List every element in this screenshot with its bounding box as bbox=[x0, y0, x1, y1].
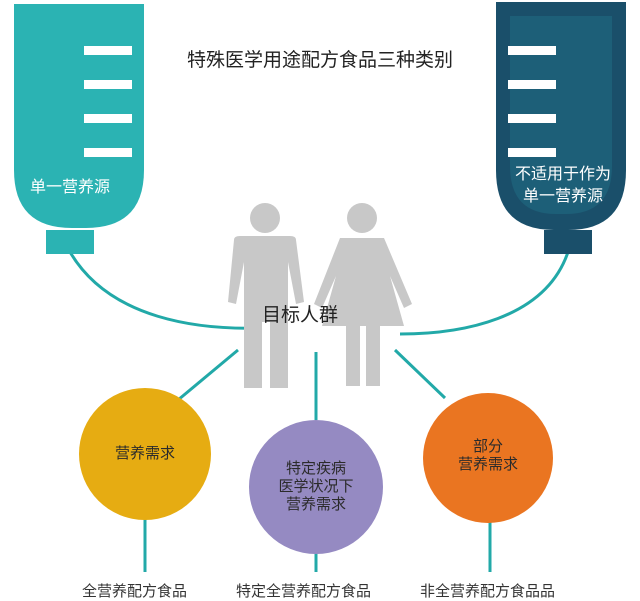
connector-circle-1 bbox=[177, 348, 239, 402]
circle-3-text: 部分 营养需求 bbox=[428, 437, 548, 473]
circle-specific-disease-need bbox=[249, 420, 383, 554]
circle-1-text: 营养需求 bbox=[85, 444, 205, 462]
circle-2-line-2: 医学状况下 bbox=[278, 477, 354, 495]
woman-figure-icon bbox=[314, 203, 412, 386]
circle-nutrition-need bbox=[79, 388, 211, 520]
left-bag-label: 单一营养源 bbox=[29, 177, 110, 196]
circle-2-text: 特定疾病 医学状况下 营养需求 bbox=[256, 459, 376, 513]
right-bag-label: 不适用于作为 单一营养源 bbox=[508, 163, 618, 207]
diagram-title: 特殊医学用途配方食品三种类别 bbox=[186, 49, 453, 71]
right-bag-label-line1: 不适用于作为 bbox=[514, 164, 611, 183]
bottom-label-3: 非全营养配方食品品 bbox=[420, 582, 556, 600]
circle-3-line-1: 部分 bbox=[472, 437, 503, 455]
bottom-label-1: 全营养配方食品 bbox=[82, 582, 188, 600]
connector-circle-3 bbox=[393, 348, 447, 400]
circle-1-line: 营养需求 bbox=[114, 444, 175, 462]
man-figure-icon bbox=[228, 203, 304, 388]
circle-2-line-1: 特定疾病 bbox=[285, 459, 346, 477]
bottom-label-2: 特定全营养配方食品 bbox=[236, 582, 372, 600]
connector-right-bag bbox=[399, 251, 570, 336]
target-group-label: 目标人群 bbox=[262, 304, 339, 326]
circle-partial-need bbox=[423, 393, 553, 523]
right-iv-bag-icon bbox=[496, 2, 626, 254]
left-iv-bag-icon bbox=[14, 4, 144, 254]
circle-2-line-3: 营养需求 bbox=[285, 495, 346, 513]
circle-3-line-2: 营养需求 bbox=[457, 455, 518, 473]
right-bag-label-line2: 单一营养源 bbox=[522, 186, 603, 205]
connector-left-bag bbox=[68, 251, 263, 330]
